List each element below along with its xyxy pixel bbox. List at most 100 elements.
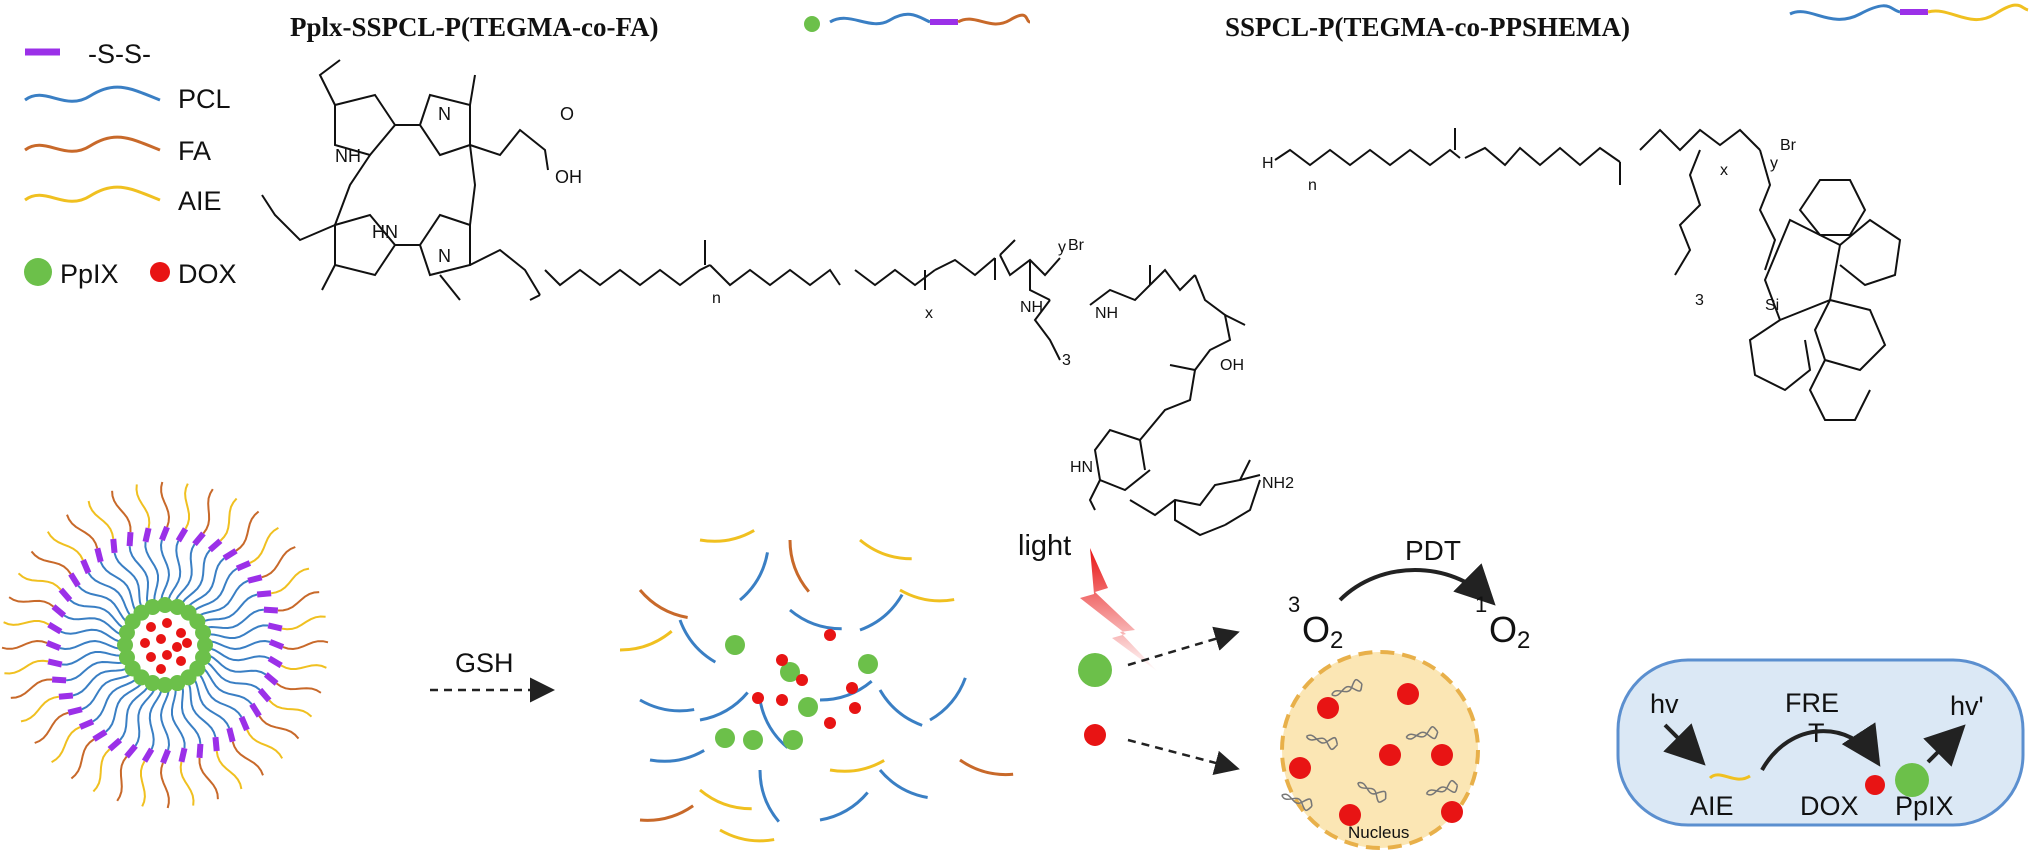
micelle-outer-strand — [249, 526, 279, 564]
micelle-dox — [146, 622, 156, 632]
free-aie-chain — [619, 630, 673, 652]
micelle-outer-strand — [246, 729, 284, 759]
micelle-pcl-strand — [134, 688, 156, 747]
micelle-disulfide — [58, 692, 74, 700]
svg-text:n: n — [1308, 177, 1317, 194]
o2-triplet-label: O2 — [1302, 609, 1343, 654]
micelle-dox — [182, 638, 192, 648]
free-aie-chain — [699, 529, 755, 543]
micelle-disulfide — [238, 715, 250, 732]
fret-box: hv AIE FRE T DOX PpIX hv' — [1616, 658, 2025, 827]
micelle-disulfide — [47, 621, 63, 635]
free-aie-chain — [699, 788, 752, 811]
micelle-ppix — [195, 624, 212, 641]
micelle-ppix — [157, 597, 173, 613]
micelle-outer-strand — [66, 514, 99, 549]
svg-text:NH: NH — [335, 146, 361, 166]
fret-hv-prime-label: hv' — [1950, 691, 1984, 721]
micelle-disulfide — [94, 547, 104, 563]
legend-pcl-swatch — [24, 85, 161, 103]
legend-aie-label: AIE — [178, 186, 222, 216]
micelle-pcl-strand — [63, 614, 122, 636]
fret-aie-chain — [1708, 773, 1751, 781]
micelle-ppix — [118, 649, 135, 666]
free-dox — [752, 692, 764, 704]
legend-ppix-label: PpIX — [60, 259, 119, 289]
svg-text:NH: NH — [1095, 305, 1118, 322]
legend-dox-dot — [150, 262, 170, 282]
micelle-disulfide — [126, 531, 134, 547]
free-fa-chain — [638, 589, 688, 619]
micelle-dox — [176, 656, 186, 666]
micelle-disulfide — [67, 706, 83, 716]
svg-text:HN: HN — [372, 222, 398, 242]
free-pcl-chain — [699, 691, 749, 722]
o2-singlet-label: O2 — [1489, 609, 1530, 654]
light-label: light — [1018, 530, 1071, 562]
micelle-pcl-strand — [167, 540, 182, 601]
micelle-outer-strand — [235, 510, 260, 552]
micelle-outer-strand — [20, 695, 60, 723]
micelle-outer-strand — [4, 659, 49, 675]
micelle-pcl-strand — [99, 561, 137, 612]
micelle-pcl-strand — [61, 651, 122, 666]
micelle-outer-strand — [184, 483, 190, 530]
micelle-disulfide — [51, 604, 67, 618]
micelle-disulfide — [257, 687, 272, 703]
micelle-outer-strand — [219, 497, 238, 542]
svg-text:H: H — [1262, 155, 1274, 172]
micelle-outer-strand — [268, 699, 313, 718]
micelle-outer-strand — [111, 490, 132, 533]
micelle-pcl-strand — [77, 585, 128, 623]
lightning-bolt-icon — [1080, 548, 1158, 672]
micelle-outer-strand — [51, 726, 81, 764]
micelle-disulfide — [226, 727, 236, 743]
micelle-dox — [156, 634, 166, 644]
free-dox — [776, 694, 788, 706]
o2-singlet-superscript: 1 — [1475, 592, 1487, 617]
free-pcl-chain — [758, 699, 789, 749]
gsh-arrow: GSH — [430, 648, 555, 703]
free-pcl-chain — [878, 769, 928, 799]
micelle-pcl-strand — [203, 593, 258, 623]
free-ppix — [780, 662, 800, 682]
svg-text:N: N — [438, 246, 451, 266]
free-dox — [824, 629, 836, 641]
micelle-pcl-strand — [209, 647, 270, 662]
free-pcl-chain — [859, 593, 904, 632]
micelle-outer-strand — [46, 531, 84, 561]
micelle-pcl-strand — [206, 608, 265, 630]
micelle-disulfide — [256, 590, 272, 598]
title-left: Pplx-SSPCL-P(TEGMA-co-FA) — [290, 12, 658, 42]
legend-dox-label: DOX — [178, 259, 237, 289]
released-agents — [1078, 626, 1240, 776]
micelle-dox — [162, 650, 172, 660]
micelle-outer-strand — [92, 748, 111, 793]
light-source: light — [1018, 530, 1158, 672]
micelle-pcl-strand — [59, 639, 121, 651]
svg-text:3: 3 — [1062, 352, 1071, 369]
micelle-disulfide — [263, 672, 279, 686]
micelle-pcl-strand — [171, 688, 186, 749]
micelle-outer-strand — [261, 546, 296, 579]
micelle-pcl-strand — [198, 579, 249, 617]
free-pcl-chain — [819, 680, 873, 702]
micelle-outer-strand — [3, 620, 50, 626]
micelle-outer-strand — [179, 761, 195, 806]
micelle-outer-strand — [159, 762, 170, 809]
micelle-pcl-strand — [208, 624, 269, 639]
free-aie-chain — [859, 538, 912, 561]
micelle-disulfide — [268, 639, 285, 650]
micelle-pcl-strand — [159, 689, 171, 751]
svg-text:y: y — [1770, 155, 1778, 172]
structure-sspcl-ppshema: H n x y Br 3 Si — [1262, 128, 1902, 421]
micelle-disulfide — [142, 527, 152, 543]
fret-ppix-dot — [1895, 763, 1929, 797]
svg-text:N: N — [438, 104, 451, 124]
micelle-disulfide — [68, 572, 81, 588]
micelle-dox — [156, 664, 166, 674]
legend: -S-S- PCL FA AIE PpIX DOX — [24, 39, 237, 289]
micelle-assembly — [1, 481, 329, 809]
micelle-dox — [176, 628, 186, 638]
fret-aie-label: AIE — [1690, 791, 1734, 821]
